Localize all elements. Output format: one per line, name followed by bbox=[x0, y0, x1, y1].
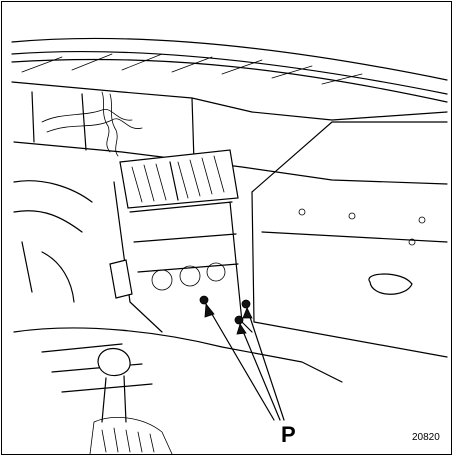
pedal bbox=[109, 259, 133, 299]
panel-fixing-holes bbox=[298, 208, 426, 246]
fixing-points bbox=[199, 295, 251, 325]
dashboard-top-texture bbox=[21, 53, 363, 85]
heater-controls bbox=[151, 262, 226, 291]
callout-label: P bbox=[281, 422, 296, 447]
glovebox-handle bbox=[368, 273, 413, 295]
central-air-vents bbox=[119, 149, 239, 209]
gear-lever bbox=[89, 348, 173, 454]
callout-leader-lines bbox=[204, 302, 285, 421]
glovebox-panel bbox=[251, 121, 448, 358]
floor-carpet bbox=[13, 327, 343, 393]
windscreen-edge bbox=[11, 37, 448, 103]
wiring-harness bbox=[41, 91, 143, 157]
steering-column-area bbox=[13, 180, 93, 303]
dashboard-upper-frame bbox=[11, 81, 448, 185]
figure-reference-number: 20820 bbox=[412, 432, 440, 443]
